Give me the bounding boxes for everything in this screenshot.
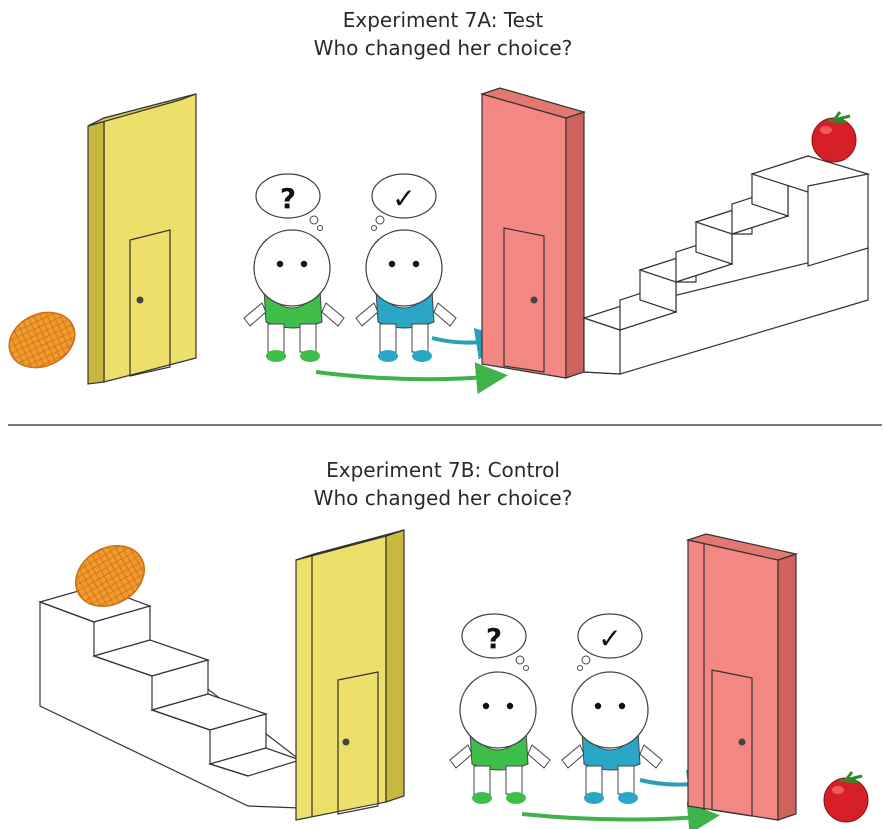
character-blue-b: ✓ — [562, 614, 662, 804]
checkmark-a: ✓ — [392, 182, 415, 215]
yellow-door-knob-a — [137, 297, 144, 304]
tomato-b — [824, 772, 868, 822]
question-mark-a: ? — [280, 182, 296, 215]
yellow-door-knob-b — [343, 739, 350, 746]
character-green-b: ? — [450, 614, 550, 804]
character-blue-a: ✓ — [356, 174, 456, 362]
green-arrow-a — [316, 372, 500, 379]
character-green-a: ? — [244, 174, 344, 362]
orange-ball-a — [0, 302, 84, 378]
checkmark-b: ✓ — [598, 622, 621, 655]
tomato-a — [812, 112, 856, 162]
question-mark-b: ? — [486, 622, 502, 655]
yellow-wall-b — [296, 530, 404, 820]
staircase-a — [584, 156, 868, 374]
pink-door-knob-b — [739, 739, 746, 746]
staircase-b — [40, 586, 300, 808]
pink-door-knob-a — [531, 297, 538, 304]
yellow-wall-a — [88, 94, 196, 384]
pink-wall-b — [688, 534, 796, 820]
green-arrow-b — [522, 814, 712, 820]
pink-wall-a — [482, 88, 584, 378]
